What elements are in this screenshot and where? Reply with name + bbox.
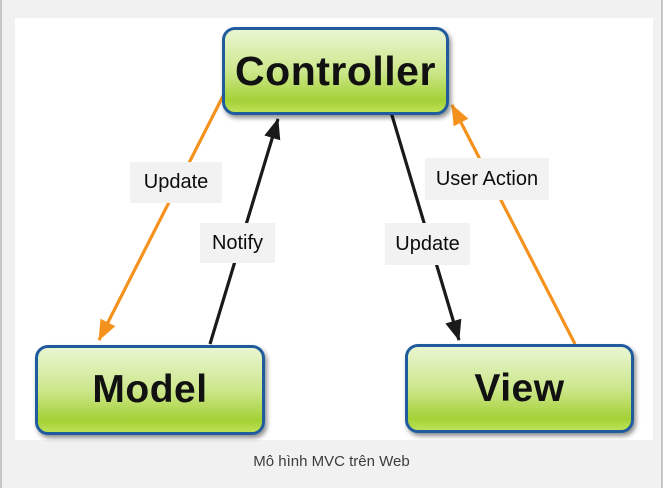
node-controller: Controller xyxy=(222,27,449,115)
edge-label-text: Notify xyxy=(211,231,264,254)
edge-label-text: User Action xyxy=(435,167,539,190)
node-controller-label: Controller xyxy=(235,47,436,94)
node-model: Model xyxy=(35,345,265,435)
caption: Mô hình MVC trên Web xyxy=(253,453,410,470)
edge-label-text: Update xyxy=(395,232,460,255)
node-view: View xyxy=(405,344,634,433)
edge-label-update-left: Update xyxy=(130,162,222,203)
edge-label-update-right: Update xyxy=(385,223,470,265)
node-view-label: View xyxy=(474,366,565,410)
node-model-label: Model xyxy=(92,368,208,411)
edge-label-notify: Notify xyxy=(200,223,275,263)
edge-label-text: Update xyxy=(143,171,209,193)
edge-label-user-action: User Action xyxy=(425,158,549,200)
